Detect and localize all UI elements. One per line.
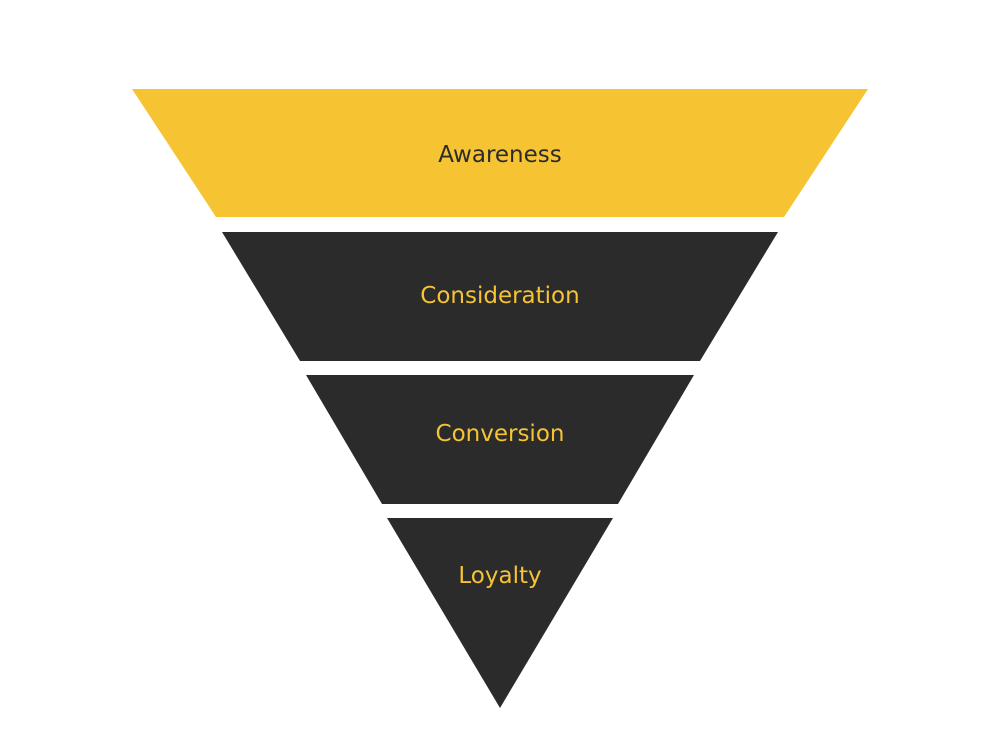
- stage-awareness-shape: [132, 89, 868, 217]
- stage-conversion-label: Conversion: [436, 421, 565, 447]
- stage-loyalty-label: Loyalty: [458, 563, 541, 589]
- stage-consideration-shape: [222, 232, 778, 361]
- stage-conversion-shape: [306, 375, 694, 504]
- stage-consideration-label: Consideration: [420, 283, 579, 309]
- stage-awareness-label: Awareness: [438, 142, 562, 168]
- stage-loyalty-shape: [387, 518, 613, 708]
